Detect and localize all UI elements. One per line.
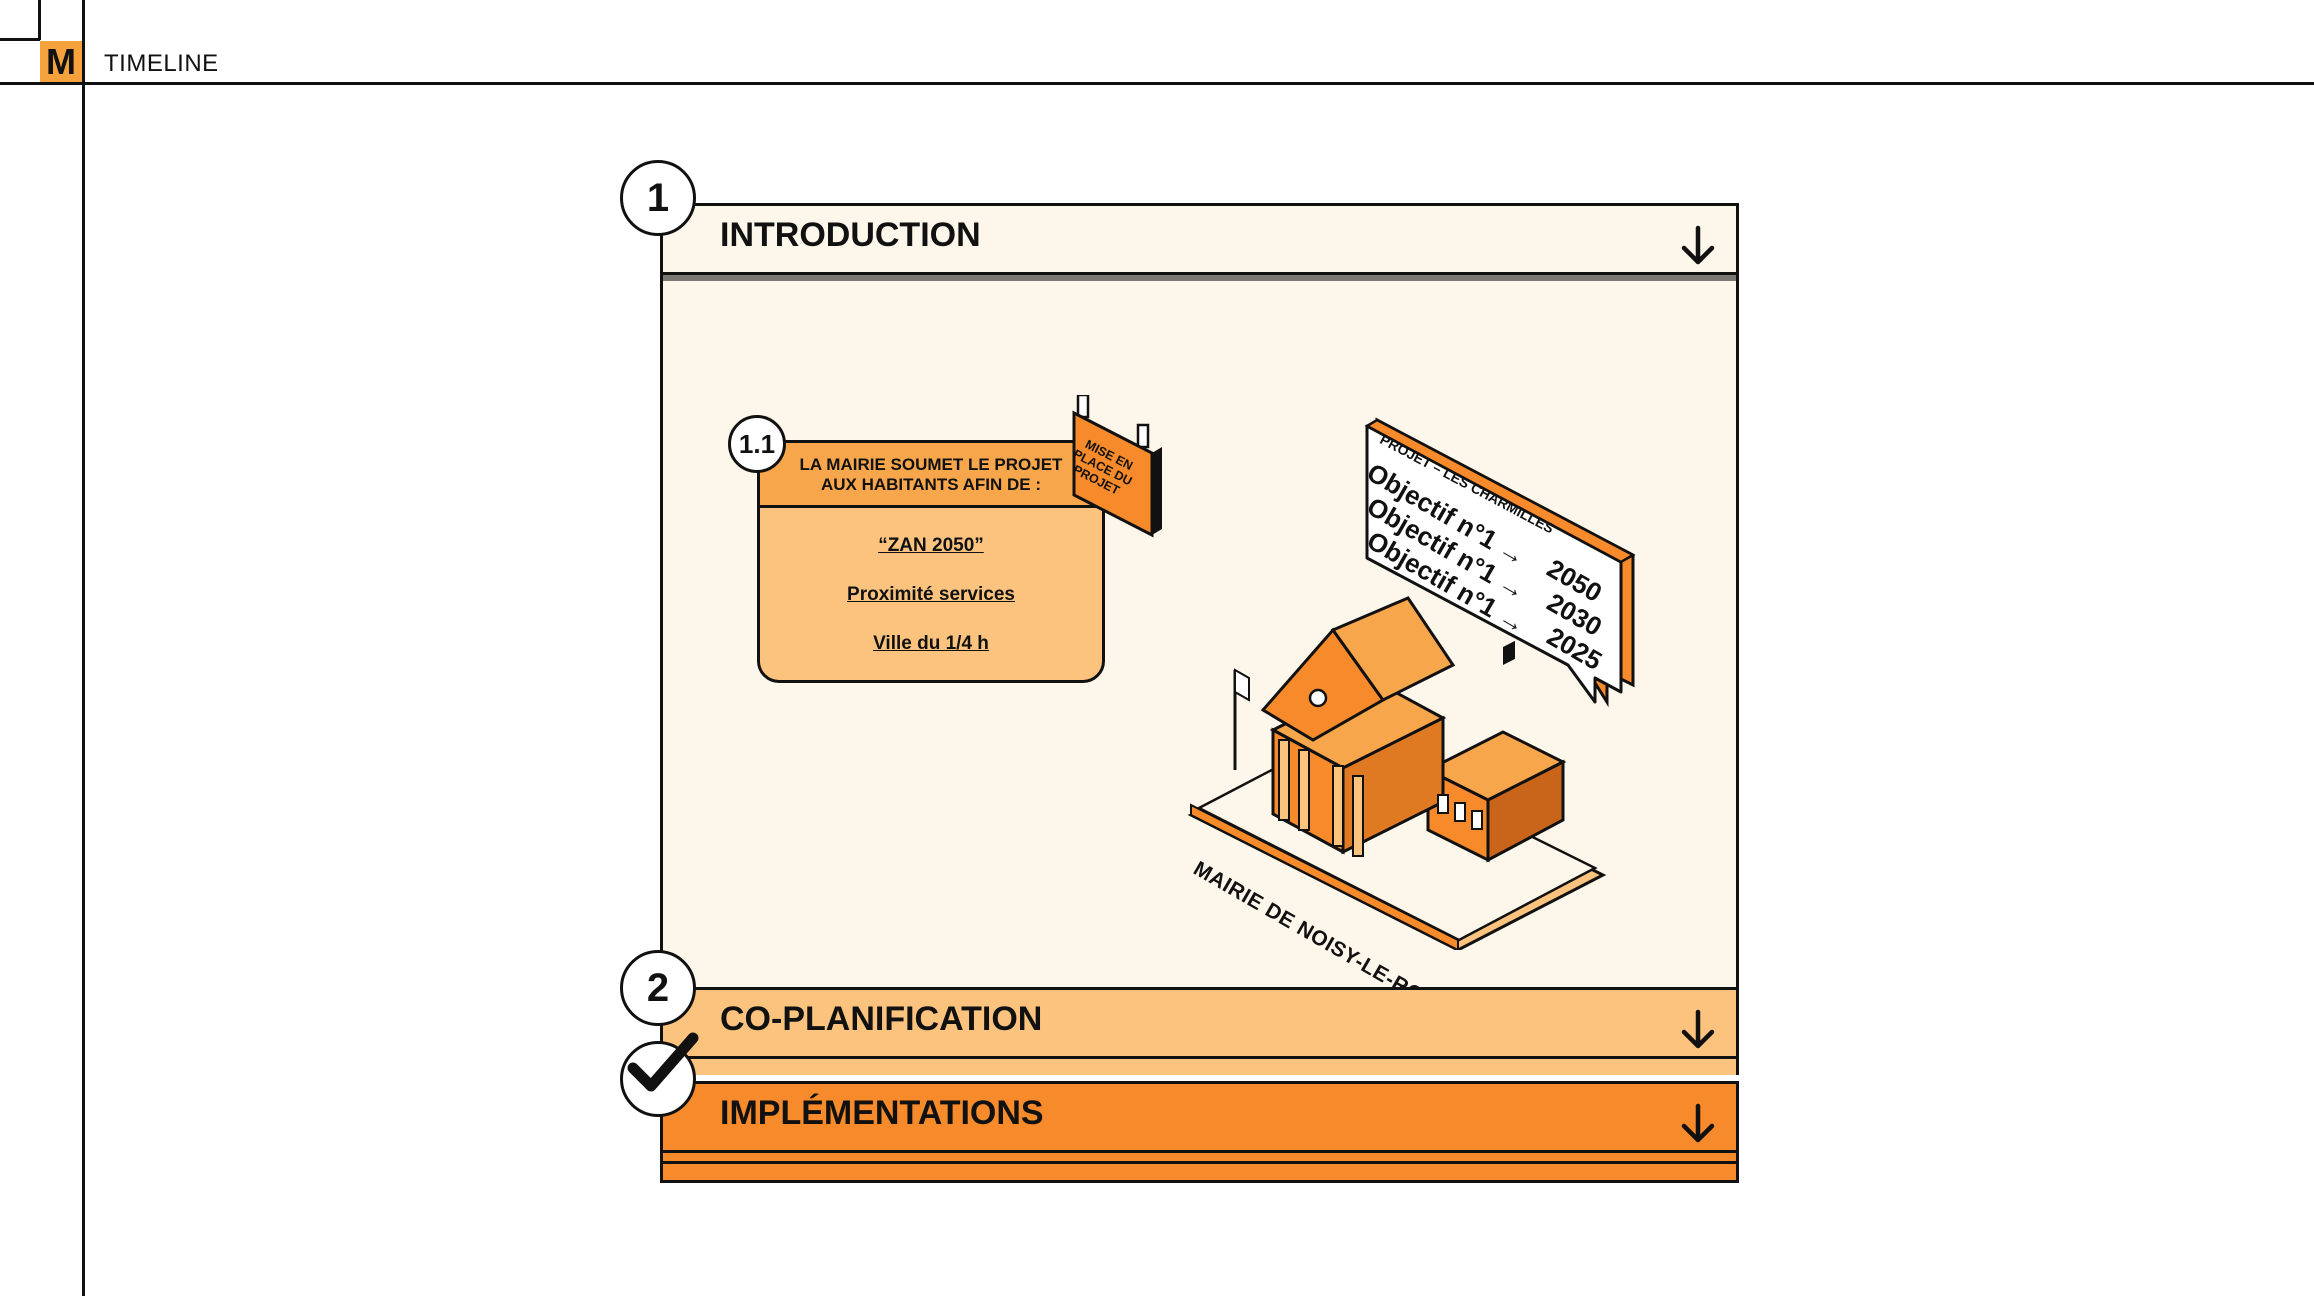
card-item-services[interactable]: Proximité services [847,584,1015,605]
card-heading: LA MAIRIE SOUMET LE PROJET AUX HABITANTS… [757,440,1105,508]
corner-tick-vertical [38,0,41,40]
app-title: TIMELINE [104,50,219,77]
section-introduction-content: LA MAIRIE SOUMET LE PROJET AUX HABITANTS… [660,275,1739,1011]
header-divider [0,82,2314,85]
arrow-down-icon[interactable] [1678,1008,1718,1052]
section-implementations-footer [660,1153,1739,1183]
step-card: LA MAIRIE SOUMET LE PROJET AUX HABITANTS… [757,440,1105,683]
section-title: INTRODUCTION [720,216,981,254]
checkmark-icon [627,1032,699,1092]
speech-bubble-icon [1364,417,1636,708]
app-logo[interactable]: M [40,41,82,82]
step-badge-done [620,1032,699,1117]
arrow-down-icon[interactable] [1678,1102,1718,1146]
card-item-zan[interactable]: “ZAN 2050” [878,535,984,556]
step-badge-1: 1 [620,160,696,236]
section-implementations-header[interactable]: IMPLÉMENTATIONS [660,1081,1739,1153]
section-introduction-header[interactable]: INTRODUCTION [660,203,1739,275]
step-badge-2: 2 [620,950,696,1026]
card-item-ville[interactable]: Ville du 1/4 h [873,633,989,654]
section-coplanification-footer [660,1059,1739,1075]
step-number-badge: 1.1 [728,415,786,473]
section-coplanification-header[interactable]: CO-PLANIFICATION [660,987,1739,1059]
arrow-down-icon[interactable] [1678,224,1718,268]
section-title: CO-PLANIFICATION [720,1000,1043,1038]
timeline-panel: INTRODUCTION LA MAIRIE SOUMET LE PROJET … [620,160,1743,1183]
sidebar-divider [82,0,85,1296]
tag-sign-icon [1072,395,1162,538]
town-hall-icon [1187,596,1607,950]
section-title: IMPLÉMENTATIONS [720,1094,1044,1132]
corner-tick-horizontal [0,38,40,41]
